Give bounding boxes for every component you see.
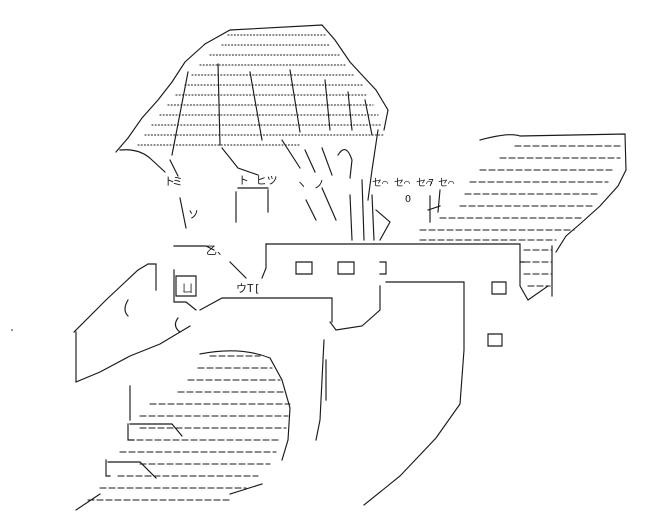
wing-ruffle: セ⌒ セ⌒ セ⌒ セ⌒: [372, 177, 454, 189]
hair-mark-hitsu: ト ヒツ: [238, 174, 278, 187]
skirt-drapes: [75, 339, 327, 511]
hair-mark-to: ト: [164, 175, 175, 188]
face-mark: ヽ ノ: [296, 178, 325, 191]
torso: [261, 243, 553, 506]
hair-fringe: ミ ト ト ヒツ ヽ ノ ソ: [164, 129, 391, 241]
nose-mark: 乙、: [206, 244, 228, 257]
wing-mark-o: O: [405, 194, 411, 205]
chin-mark: ソ: [188, 208, 199, 221]
hat-crown: [115, 24, 389, 177]
right-wing: セ⌒ セ⌒ セ⌒ セ⌒ O 7: [372, 133, 627, 253]
wing-mark-seven: 7: [428, 178, 434, 189]
left-arm: 乙、 ㄩ ウT[: [73, 244, 333, 383]
hair-mark-mi: ミ: [172, 175, 183, 188]
hand-mark: ㄩ: [182, 282, 193, 295]
arm-shade-mark: ウT[: [236, 282, 260, 295]
stray-dot: [11, 329, 13, 331]
